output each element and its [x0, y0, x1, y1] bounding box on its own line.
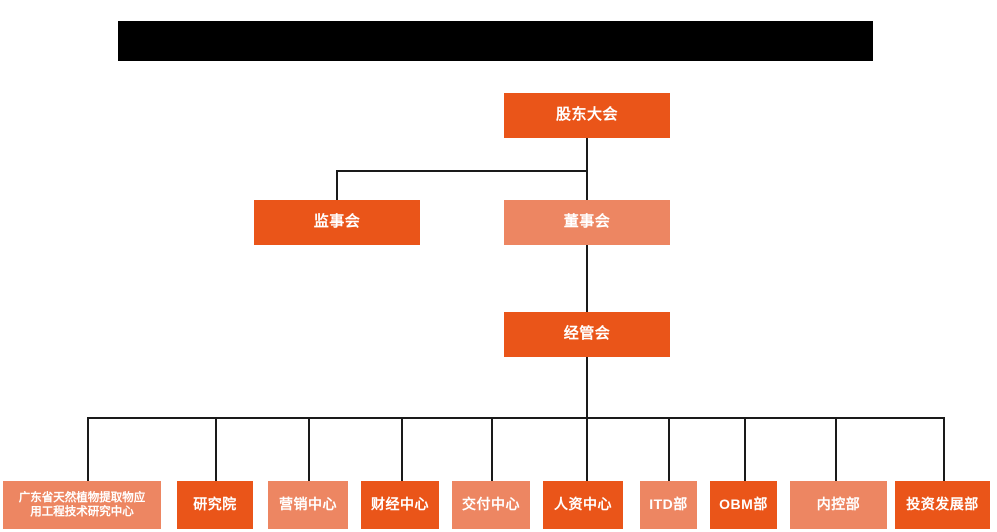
connector-drop-hr-center	[586, 417, 588, 481]
connector-drop-itd-department	[668, 417, 670, 481]
node-label: 投资发展部	[906, 496, 979, 513]
connector-governance-horizontal-bus	[336, 170, 588, 172]
connector-shareholders-down-to-bus	[586, 138, 588, 201]
node-internal-control-department[interactable]: 内控部	[790, 481, 887, 529]
node-research-institute[interactable]: 研究院	[177, 481, 253, 529]
node-label: 交付中心	[462, 496, 520, 513]
node-management-committee[interactable]: 经管会	[504, 312, 670, 357]
node-itd-department[interactable]: ITD部	[640, 481, 697, 529]
node-board-of-directors[interactable]: 董事会	[504, 200, 670, 245]
connector-supervisors-drop	[336, 170, 338, 201]
node-hr-center[interactable]: 人资中心	[543, 481, 623, 529]
node-obm-department[interactable]: OBM部	[710, 481, 777, 529]
node-label: 股东大会	[555, 106, 618, 124]
node-label: OBM部	[719, 496, 768, 513]
node-label: 经管会	[563, 325, 611, 343]
node-label: 财经中心	[371, 496, 429, 513]
node-board-of-supervisors[interactable]: 监事会	[254, 200, 420, 245]
node-label: 内控部	[816, 496, 861, 513]
connector-drop-investment-development	[943, 417, 945, 481]
node-label: 广东省天然植物提取物应 用工程技术研究中心	[18, 491, 146, 518]
node-label: 营销中心	[279, 496, 337, 513]
connector-department-horizontal-bus	[87, 417, 945, 419]
connector-drop-research-institute	[215, 417, 217, 481]
node-marketing-center[interactable]: 营销中心	[268, 481, 348, 529]
node-guangdong-research-center[interactable]: 广东省天然植物提取物应 用工程技术研究中心	[3, 481, 161, 529]
connector-drop-delivery-center	[491, 417, 493, 481]
connector-drop-finance-center	[401, 417, 403, 481]
connector-drop-obm-department	[744, 417, 746, 481]
node-label: 董事会	[563, 213, 611, 231]
connector-drop-guangdong-research-center	[87, 417, 89, 481]
node-label: 研究院	[193, 496, 237, 513]
node-label: 人资中心	[554, 496, 612, 513]
connector-directors-to-management	[586, 245, 588, 313]
node-label: ITD部	[649, 496, 688, 513]
node-delivery-center[interactable]: 交付中心	[452, 481, 530, 529]
redacted-title-bar	[118, 21, 873, 61]
connector-drop-internal-control	[835, 417, 837, 481]
node-label: 监事会	[313, 213, 361, 231]
node-investment-development-department[interactable]: 投资发展部	[895, 481, 990, 529]
connector-directors-drop	[586, 170, 588, 201]
node-shareholders-meeting[interactable]: 股东大会	[504, 93, 670, 138]
node-finance-center[interactable]: 财经中心	[361, 481, 439, 529]
connector-drop-marketing-center	[308, 417, 310, 481]
connector-management-down	[586, 357, 588, 418]
